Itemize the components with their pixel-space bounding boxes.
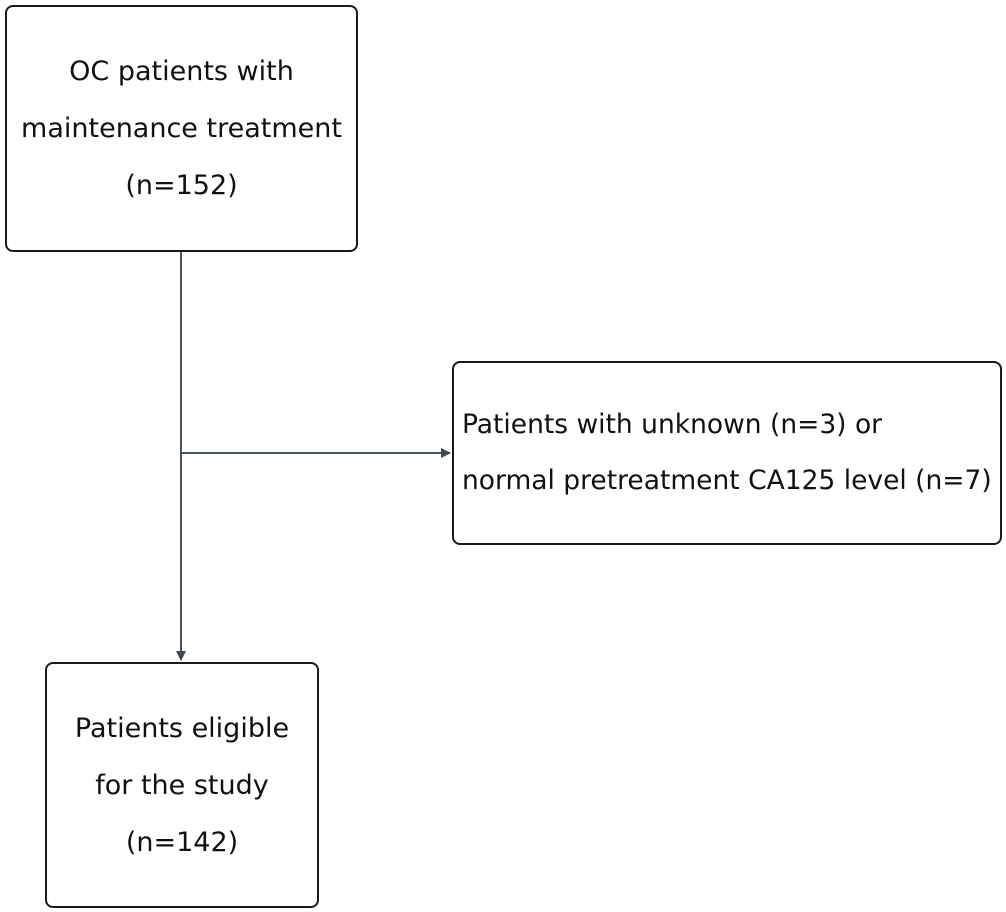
start-box-line-1: OC patients with	[69, 56, 294, 87]
excluded-box-line-1: Patients with unknown (n=3) or	[462, 408, 883, 440]
eligible-box-line-1: Patients eligible	[74, 712, 290, 744]
start-population-box: OC patients with maintenance treatment (…	[5, 5, 358, 252]
excluded-box-line-2: normal pretreatment CA125 level (n=7)	[462, 465, 992, 496]
start-box-line-2: maintenance treatment	[21, 113, 342, 144]
eligible-box-count: (n=142)	[125, 826, 239, 858]
eligible-box-line-2: for the study	[95, 769, 269, 801]
start-box-count: (n=152)	[125, 170, 238, 201]
excluded-patients-box: Patients with unknown (n=3) or normal pr…	[452, 361, 1002, 545]
eligible-patients-box: Patients eligible for the study (n=142)	[45, 662, 319, 908]
